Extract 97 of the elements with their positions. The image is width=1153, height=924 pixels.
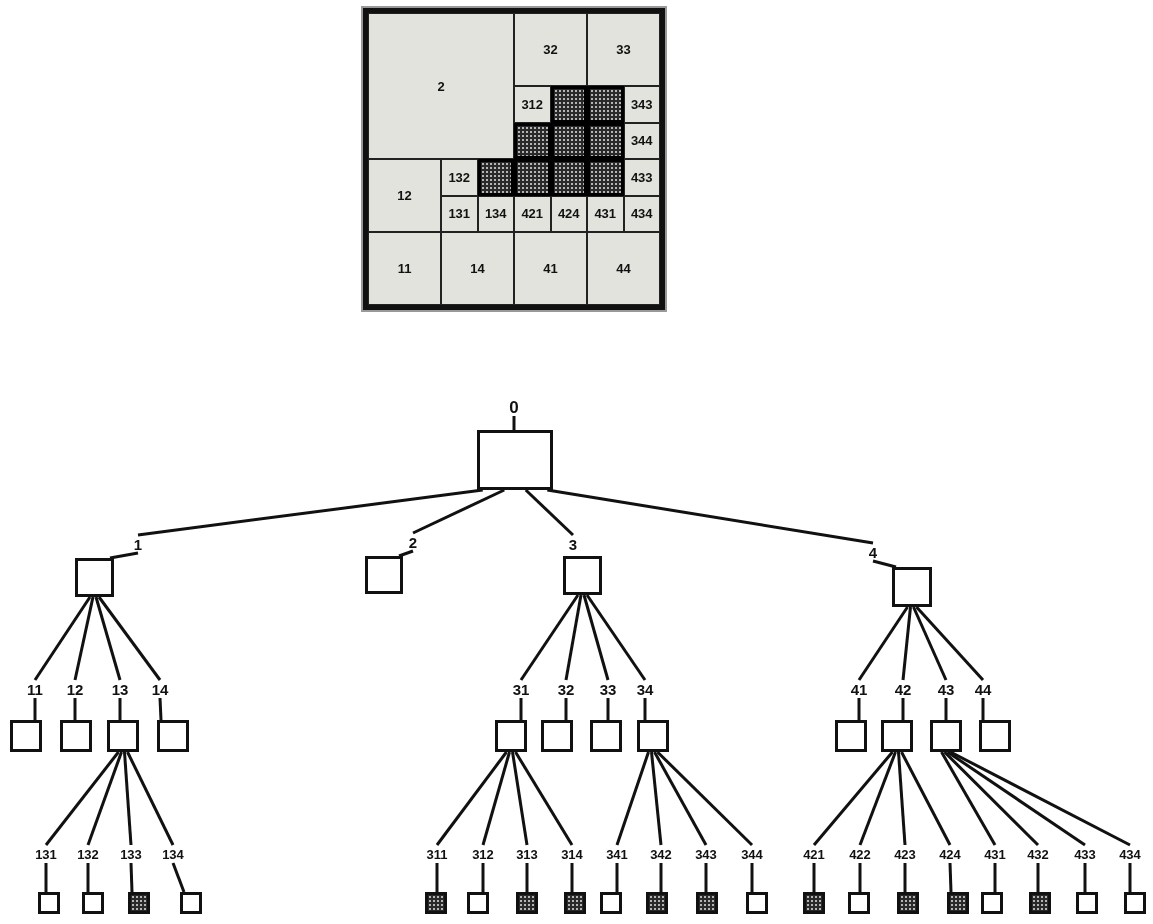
tree-edge (858, 751, 897, 846)
tree-edge (547, 488, 874, 545)
grid-cell: 312 (514, 86, 551, 123)
node-label: 43 (936, 681, 956, 699)
node-label: 0 (508, 399, 520, 417)
node-label: 32 (556, 681, 576, 699)
tree-edge (511, 751, 529, 846)
tree-edge (943, 750, 1040, 847)
node-label: 343 (694, 846, 718, 864)
node-label: 131 (34, 846, 58, 864)
grid-cell: 131 (441, 195, 478, 232)
node-label: 42 (893, 681, 913, 699)
tree-edge (524, 488, 575, 537)
tree-edge (915, 606, 985, 681)
node-label: 34 (635, 681, 655, 699)
grid-cell: 33 (587, 13, 660, 86)
tree-edge (435, 751, 508, 846)
node-label: 31 (511, 681, 531, 699)
shaded-cell (587, 86, 624, 123)
node-label: 421 (802, 846, 826, 864)
tree-edge (912, 606, 948, 681)
node-label: 3 (567, 536, 579, 554)
tree-edge (897, 751, 907, 846)
tree-edge (73, 596, 95, 681)
shaded-cell (587, 159, 624, 196)
node-label: 423 (893, 846, 917, 864)
tree-edge (901, 606, 912, 681)
shaded-cell (514, 159, 551, 196)
shaded-cell (514, 122, 551, 159)
grid-cell: 41 (514, 232, 587, 305)
tree-edge (126, 751, 175, 846)
node-label: 13 (110, 681, 130, 699)
tree-edge (940, 751, 997, 846)
tree-edge (94, 596, 122, 681)
node-label: 311 (425, 846, 449, 864)
grid-cell: 343 (623, 86, 660, 123)
grid-cell: 44 (587, 232, 660, 305)
tree-edge (564, 594, 583, 681)
tree-edge (97, 596, 162, 681)
grid-cell: 431 (587, 195, 624, 232)
node-label: 2 (407, 534, 419, 552)
tree-edge (481, 751, 511, 846)
grid-cell: 12 (368, 159, 441, 232)
node-label: 12 (65, 681, 85, 699)
grid-cell: 32 (514, 13, 587, 86)
node-label: 33 (598, 681, 618, 699)
node-label: 344 (740, 846, 764, 864)
node-label: 4 (867, 544, 879, 562)
node-label: 433 (1073, 846, 1097, 864)
tree-edge (33, 596, 92, 681)
node-label: 312 (471, 846, 495, 864)
node-label: 342 (649, 846, 673, 864)
grid-cell: 2 (368, 13, 514, 159)
shaded-cell (477, 159, 514, 196)
node-label: 314 (560, 846, 584, 864)
grid-cell: 421 (514, 195, 551, 232)
tree-edge (123, 751, 133, 846)
tree-edge (656, 750, 754, 847)
tree-edge (653, 751, 708, 846)
shaded-cell (587, 122, 624, 159)
node-label: 1 (132, 536, 144, 554)
tree-edge (86, 751, 123, 846)
node-label: 431 (983, 846, 1007, 864)
tree-edge (949, 750, 1131, 847)
node-label: 132 (76, 846, 100, 864)
node-label: 44 (973, 681, 993, 699)
grid-cell: 14 (441, 232, 514, 305)
tree-edge (615, 751, 650, 846)
tree-edge (585, 594, 647, 681)
tree-edge (44, 751, 120, 846)
node-label: 432 (1026, 846, 1050, 864)
tree-edge (857, 606, 909, 681)
grid-cell: 433 (623, 159, 660, 196)
tree-edge (946, 750, 1086, 847)
node-label: 313 (515, 846, 539, 864)
tree-edge (650, 751, 663, 846)
node-label: 134 (161, 846, 185, 864)
grid-cell: 11 (368, 232, 441, 305)
tree-edge (812, 751, 894, 846)
tree-edge (582, 594, 610, 681)
node-label: 422 (848, 846, 872, 864)
node-label: 41 (849, 681, 869, 699)
shaded-cell (550, 86, 587, 123)
node-label: 133 (119, 846, 143, 864)
quadtree-grid (363, 8, 665, 310)
grid-cell: 132 (441, 159, 478, 196)
node-label: 11 (26, 681, 44, 699)
tree-edge (900, 751, 952, 846)
node-label: 14 (150, 681, 170, 699)
node-label: 341 (605, 846, 629, 864)
tree-edge (137, 488, 483, 537)
tree-edge (519, 594, 580, 681)
node-label: 424 (938, 846, 962, 864)
node-label: 434 (1118, 846, 1142, 864)
tree-edge (514, 751, 574, 846)
shaded-cell (550, 159, 587, 196)
tree-edge (412, 488, 505, 535)
